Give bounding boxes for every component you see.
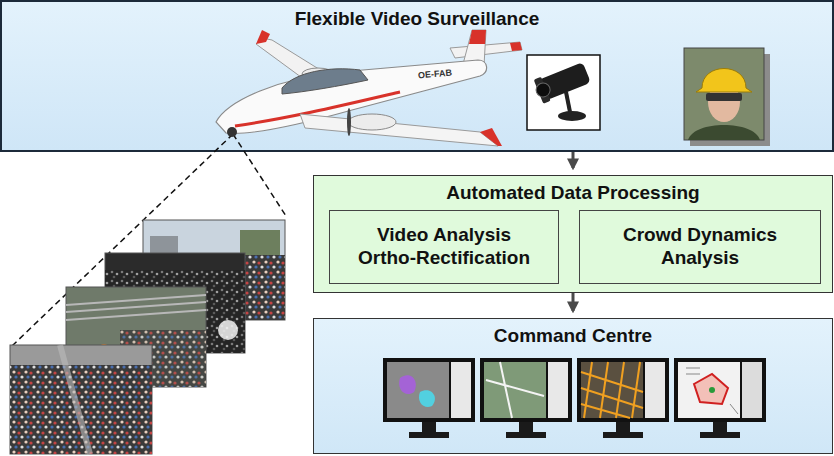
aerial-image — [143, 220, 285, 320]
aircraft-fin — [462, 30, 486, 68]
box-heading: Automated Data Processing — [446, 182, 699, 205]
monitor-stand — [616, 422, 630, 432]
monitor — [577, 358, 669, 438]
firefighter-face — [708, 82, 740, 122]
surveillance-band: Flexible Video Surveillance — [0, 0, 834, 152]
box-heading: Flexible Video Surveillance — [295, 8, 540, 31]
processing-box: Automated Data ProcessingVideo Analysis … — [313, 175, 833, 293]
screen-map — [387, 362, 449, 418]
monitor-base — [409, 432, 449, 438]
screen-blob — [399, 375, 416, 394]
photo-frame — [684, 48, 764, 140]
view-leader-line — [233, 134, 286, 216]
aircraft-fin-tip — [469, 30, 486, 44]
screen-grid — [581, 362, 643, 418]
monitor-stand — [713, 422, 727, 432]
process-label: Crowd Dynamics Analysis — [608, 224, 793, 270]
screen-blob — [419, 390, 435, 407]
image-tracks — [66, 295, 206, 320]
monitor-base — [506, 432, 546, 438]
monitor-screen — [480, 358, 572, 422]
image-building — [150, 236, 178, 258]
aircraft-camera-pod — [227, 127, 237, 137]
monitor-stand — [519, 422, 533, 432]
command-centre-box: Command Centre — [313, 318, 833, 454]
aircraft-stabilizer-tip — [510, 42, 522, 51]
aircraft-propeller — [347, 108, 351, 136]
monitor — [480, 358, 572, 438]
image-trees — [240, 230, 280, 258]
icon-frame — [527, 55, 600, 130]
screen-sidebar — [742, 362, 762, 418]
camera-mount — [566, 92, 570, 112]
image-crowd — [105, 270, 245, 353]
aircraft-wing — [256, 38, 330, 80]
image-street — [60, 345, 90, 454]
monitor-screen — [383, 358, 475, 422]
process-box: Crowd Dynamics Analysis — [579, 210, 821, 284]
flow-arrow — [572, 293, 575, 311]
aircraft-wing — [300, 114, 498, 146]
aerial-image — [10, 345, 152, 454]
image-crowd — [10, 365, 152, 454]
firefighter-helmet — [696, 69, 752, 93]
process-box: Video Analysis Ortho-Rectification — [329, 210, 559, 284]
aircraft-fuselage — [216, 60, 487, 133]
firefighter-photo — [684, 48, 770, 146]
aircraft-illustration — [216, 30, 522, 146]
image-fire — [98, 344, 110, 356]
aerial-image-stack — [10, 220, 285, 454]
monitor-base — [700, 432, 740, 438]
aircraft-winglet — [256, 30, 270, 44]
screen-sidebar — [548, 362, 568, 418]
cctv-camera-icon — [527, 55, 600, 130]
aircraft-canopy — [282, 69, 368, 94]
monitor-screen — [674, 358, 766, 422]
photo-shadow — [690, 54, 770, 146]
screen-marks — [686, 368, 738, 414]
screen-sidebar — [451, 362, 471, 418]
monitor — [674, 358, 766, 438]
monitor-stand — [422, 422, 436, 432]
monitor-base — [603, 432, 643, 438]
image-crowd — [143, 255, 285, 320]
aircraft-engine — [302, 68, 334, 80]
process-label: Video Analysis Ortho-Rectification — [352, 224, 537, 270]
firefighter-visor — [706, 93, 742, 101]
screen-region — [694, 374, 728, 404]
monitor-row — [383, 358, 766, 438]
aircraft-stripe — [235, 92, 400, 126]
aerial-image — [105, 253, 245, 353]
firefighter-jacket — [688, 125, 760, 140]
camera-base — [558, 111, 586, 121]
screen-sidebar — [645, 362, 665, 418]
screen-point — [709, 387, 715, 393]
camera-lens — [534, 81, 552, 99]
screen-density-map — [678, 362, 740, 418]
aircraft-stabilizer — [450, 42, 522, 58]
aircraft-engine — [348, 114, 396, 130]
aerial-image — [66, 287, 206, 387]
screen-grid-map — [581, 362, 643, 418]
screen-satellite — [484, 362, 546, 418]
camera-hood — [534, 77, 551, 104]
monitor — [383, 358, 475, 438]
flow-arrow — [572, 152, 575, 168]
image-light — [218, 320, 238, 340]
screen-roads — [486, 362, 544, 418]
aircraft-winglet — [480, 128, 502, 146]
image-crowd — [120, 330, 206, 387]
box-heading: Command Centre — [494, 325, 652, 348]
camera-body — [538, 62, 591, 100]
monitor-screen — [577, 358, 669, 422]
view-leader-line — [12, 134, 233, 346]
